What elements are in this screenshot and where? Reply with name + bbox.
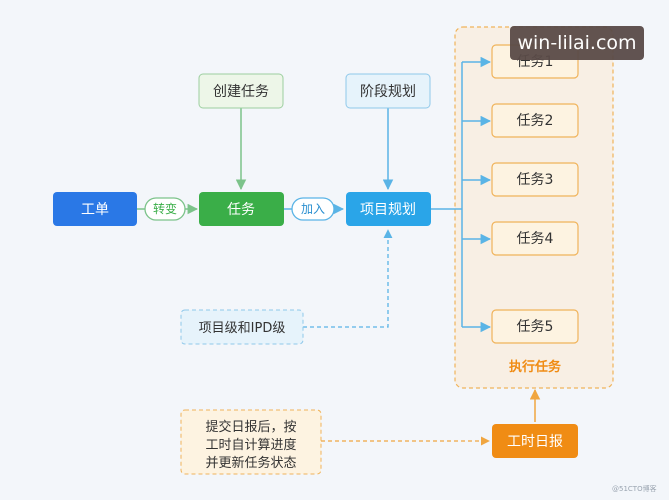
edge-label-join: 加入 xyxy=(291,197,335,221)
edge-label-convert: 转变 xyxy=(144,197,186,221)
svg-text:项目规划: 项目规划 xyxy=(360,202,416,218)
node-task-5: 任务5 xyxy=(491,309,579,344)
svg-text:任务5: 任务5 xyxy=(517,319,554,335)
node-stage-plan: 阶段规划 xyxy=(345,73,431,109)
svg-text:工时日报: 工时日报 xyxy=(507,434,563,450)
svg-text:并更新任务状态: 并更新任务状态 xyxy=(205,455,296,471)
edge-level-to-project xyxy=(303,229,393,328)
node-work-order: 工单 xyxy=(53,192,137,226)
node-task-2: 任务2 xyxy=(491,103,579,138)
node-project-level: 项目级和IPD级 xyxy=(180,309,304,345)
svg-text:任务3: 任务3 xyxy=(517,172,554,188)
execute-group-label: 执行任务 xyxy=(509,359,562,375)
svg-text:阶段规划: 阶段规划 xyxy=(360,84,416,100)
svg-text:创建任务: 创建任务 xyxy=(213,84,269,100)
svg-text:工单: 工单 xyxy=(81,202,109,218)
svg-text:项目级和IPD级: 项目级和IPD级 xyxy=(199,321,286,336)
svg-text:任务2: 任务2 xyxy=(517,113,554,129)
svg-text:转变: 转变 xyxy=(153,201,177,216)
watermark-badge: win-lilai.com xyxy=(510,26,644,60)
svg-text:加入: 加入 xyxy=(301,202,325,216)
svg-text:任务4: 任务4 xyxy=(517,231,554,247)
credit-text: @51CTO博客 xyxy=(612,485,657,493)
svg-text:提交日报后，按: 提交日报后，按 xyxy=(205,419,296,435)
svg-text:任务: 任务 xyxy=(227,202,255,218)
node-task: 任务 xyxy=(199,192,284,226)
svg-text:工时自计算进度: 工时自计算进度 xyxy=(205,437,296,453)
node-task-4: 任务4 xyxy=(491,221,579,256)
node-daily-report: 工时日报 xyxy=(492,424,578,458)
node-report-note: 提交日报后，按 工时自计算进度 并更新任务状态 xyxy=(180,409,322,475)
node-create-task: 创建任务 xyxy=(198,73,284,109)
node-task-3: 任务3 xyxy=(491,162,579,197)
node-project-plan: 项目规划 xyxy=(346,192,431,226)
